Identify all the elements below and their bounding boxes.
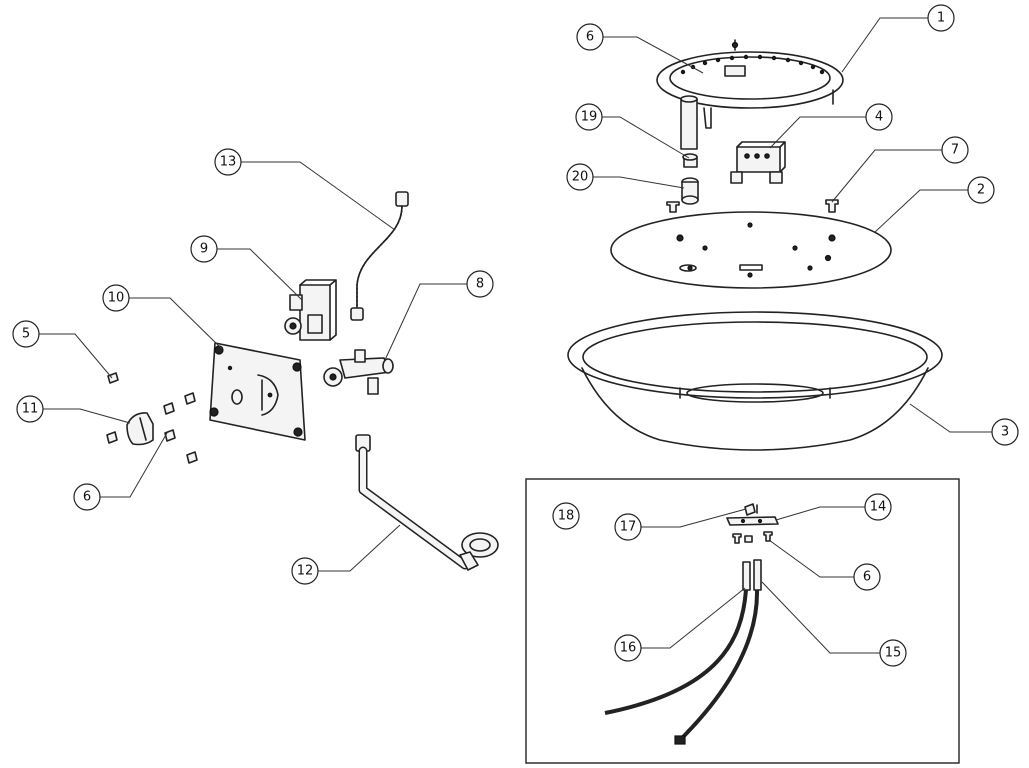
part-15-16-thermocouple-wires: [604, 559, 762, 745]
part-1-burner-ring: [656, 39, 844, 150]
part-10-control-panel: [209, 342, 306, 441]
callout-2-label: 2: [977, 183, 985, 198]
callout-6-top-label: 6: [586, 30, 594, 45]
callout-12-label: 12: [297, 564, 314, 579]
callout-18: 18: [552, 502, 580, 530]
callout-18-label: 18: [558, 509, 575, 524]
screw-mount-left: [666, 201, 680, 213]
part-19-nut: [682, 153, 698, 168]
callout-6-left-label: 6: [83, 490, 91, 505]
knob-screws: [106, 392, 198, 464]
callout-12: 12: [291, 557, 319, 585]
callout-16: 16: [614, 634, 642, 662]
callout-9: 9: [190, 235, 218, 263]
part-12-regulator-hose: [355, 434, 499, 571]
callout-8: 8: [466, 270, 494, 298]
callout-8-label: 8: [476, 277, 484, 292]
callout-6-left: 6: [73, 483, 101, 511]
callout-11-label: 11: [22, 402, 39, 417]
part-9-valve: [284, 279, 337, 341]
callout-14: 14: [864, 493, 892, 521]
part-14-bar: [726, 516, 779, 526]
detail-box-18: [525, 478, 960, 764]
part-20-orifice: [681, 177, 699, 205]
callout-17-label: 17: [620, 520, 637, 535]
callout-19-label: 19: [581, 110, 598, 125]
callout-9-label: 9: [200, 242, 208, 257]
callout-2: 2: [967, 176, 995, 204]
part-8-valve-fitting: [323, 349, 394, 395]
part-2-mounting-plate: [610, 211, 892, 289]
callout-11: 11: [16, 395, 44, 423]
callout-10-label: 10: [108, 291, 125, 306]
part-4-bracket: [730, 141, 786, 184]
callout-5: 5: [12, 320, 40, 348]
callout-4: 4: [865, 103, 893, 131]
callout-7-label: 7: [951, 143, 959, 158]
callout-6-detail-label: 6: [863, 570, 871, 585]
callout-5-label: 5: [22, 327, 30, 342]
leader-lines: [39, 17, 992, 654]
part-17-screw: [744, 503, 758, 516]
part-13-flex-gas-line: [350, 191, 409, 321]
callout-17: 17: [614, 513, 642, 541]
callout-4-label: 4: [875, 110, 883, 125]
callout-20-label: 20: [572, 170, 589, 185]
part-3-bowl: [567, 311, 943, 451]
callout-16-label: 16: [620, 641, 637, 656]
callout-1: 1: [927, 4, 955, 32]
part-11-knob: [126, 412, 154, 446]
callout-1-label: 1: [937, 11, 945, 26]
callout-6-top: 6: [576, 23, 604, 51]
callout-15-label: 15: [885, 646, 902, 661]
callout-6-detail: 6: [853, 563, 881, 591]
callout-13-label: 13: [220, 155, 237, 170]
callout-19: 19: [575, 103, 603, 131]
callout-3: 3: [991, 418, 1019, 446]
callout-20: 20: [566, 163, 594, 191]
callout-7: 7: [941, 136, 969, 164]
callout-10: 10: [102, 284, 130, 312]
callout-14-label: 14: [870, 500, 887, 515]
callout-3-label: 3: [1001, 425, 1009, 440]
callout-15: 15: [879, 639, 907, 667]
detail-6-screws: [732, 531, 773, 544]
callout-13: 13: [214, 148, 242, 176]
part-7-screw: [825, 199, 839, 213]
